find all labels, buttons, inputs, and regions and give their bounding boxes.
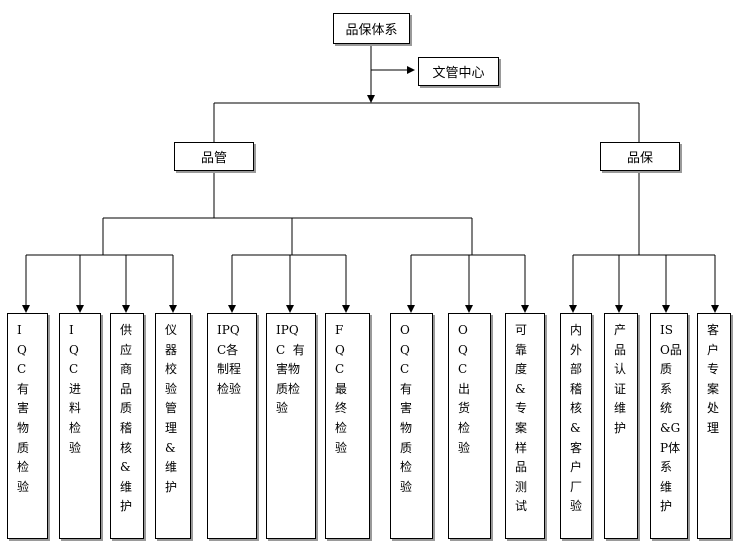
qa-item-box: 客户专案处理: [697, 313, 731, 539]
qc-item-label: 仪器校验管理&维护: [165, 323, 178, 494]
doc-center-box: 文管中心: [418, 57, 499, 86]
root-box: 品保体系: [333, 13, 410, 44]
qc-item-box: IPQC 有害物质检验: [266, 313, 316, 539]
qc-item-label: IPQC 有害物质检验: [276, 323, 305, 416]
qc-item-label: IQC有害物质检验: [17, 323, 30, 494]
root-label: 品保体系: [345, 23, 398, 38]
qa-item-label: 客户专案处理: [707, 323, 720, 435]
quality-assurance-label: 品保: [626, 151, 653, 166]
qc-item-box: FQC最终检验: [325, 313, 370, 539]
qa-item-label: 内外部稽核&客户厂验: [570, 323, 583, 514]
qa-item-label: 产品认证维护: [614, 323, 627, 435]
doc-center-label: 文管中心: [432, 66, 485, 81]
qc-item-box: OQC有害物质检验: [390, 313, 433, 539]
qa-item-box: ISO品质系统&GP体系维护: [650, 313, 688, 539]
qc-item-label: IPQC各制程检验: [217, 323, 242, 396]
qc-item-box: 可靠度&专案样品测试: [505, 313, 545, 539]
qa-item-box: 产品认证维护: [604, 313, 638, 539]
qc-item-box: IQC进料检验: [59, 313, 101, 539]
qa-item-box: 内外部稽核&客户厂验: [560, 313, 592, 539]
qa-item-label: ISO品质系统&GP体系维护: [660, 323, 682, 514]
qc-item-box: OQC出货检验: [448, 313, 491, 539]
qc-item-label: IQC进料检验: [69, 323, 82, 455]
qc-item-label: OQC有害物质检验: [400, 323, 413, 494]
qc-item-box: 供应商品质稽核&维护: [110, 313, 144, 539]
qc-item-box: IQC有害物质检验: [7, 313, 48, 539]
qc-item-label: 供应商品质稽核&维护: [120, 323, 133, 514]
quality-control-label: 品管: [200, 151, 227, 166]
qc-item-box: IPQC各制程检验: [207, 313, 257, 539]
qc-item-label: FQC最终检验: [335, 323, 348, 455]
qc-item-label: OQC出货检验: [458, 323, 471, 455]
quality-assurance-box: 品保: [600, 142, 680, 171]
qc-item-box: 仪器校验管理&维护: [155, 313, 191, 539]
quality-control-box: 品管: [174, 142, 254, 171]
qc-item-label: 可靠度&专案样品测试: [515, 323, 528, 514]
